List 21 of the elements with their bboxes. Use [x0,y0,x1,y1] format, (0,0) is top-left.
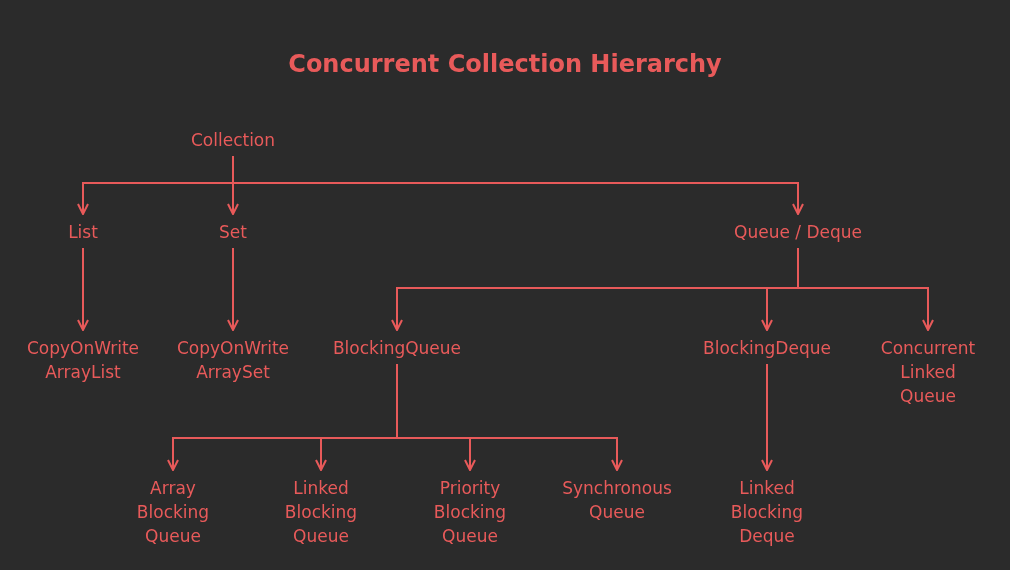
node-label: CopyOnWrite ArrayList [20,336,146,384]
node-label: Concurrent Linked Queue [873,336,983,408]
node-label: Set [193,220,273,244]
node-label: Priority Blocking Queue [425,476,515,548]
node-label: Queue / Deque [723,220,873,244]
node-label: BlockingQueue [324,336,470,360]
node-label: List [43,220,123,244]
node-label: BlockingDeque [694,336,840,360]
node-label: Collection [173,128,293,152]
node-label: CopyOnWrite ArraySet [170,336,296,384]
arrow [761,363,773,471]
node-label: Linked Blocking Queue [276,476,366,548]
arrow [227,247,239,331]
arrow [797,247,934,331]
arrow [396,363,623,471]
node-label: Linked Blocking Deque [722,476,812,548]
node-label: Array Blocking Queue [128,476,218,548]
diagram-title: Concurrent Collection Hierarchy [287,50,723,78]
node-label: Synchronous Queue [552,476,682,524]
arrow [77,247,89,331]
arrow [232,155,804,215]
